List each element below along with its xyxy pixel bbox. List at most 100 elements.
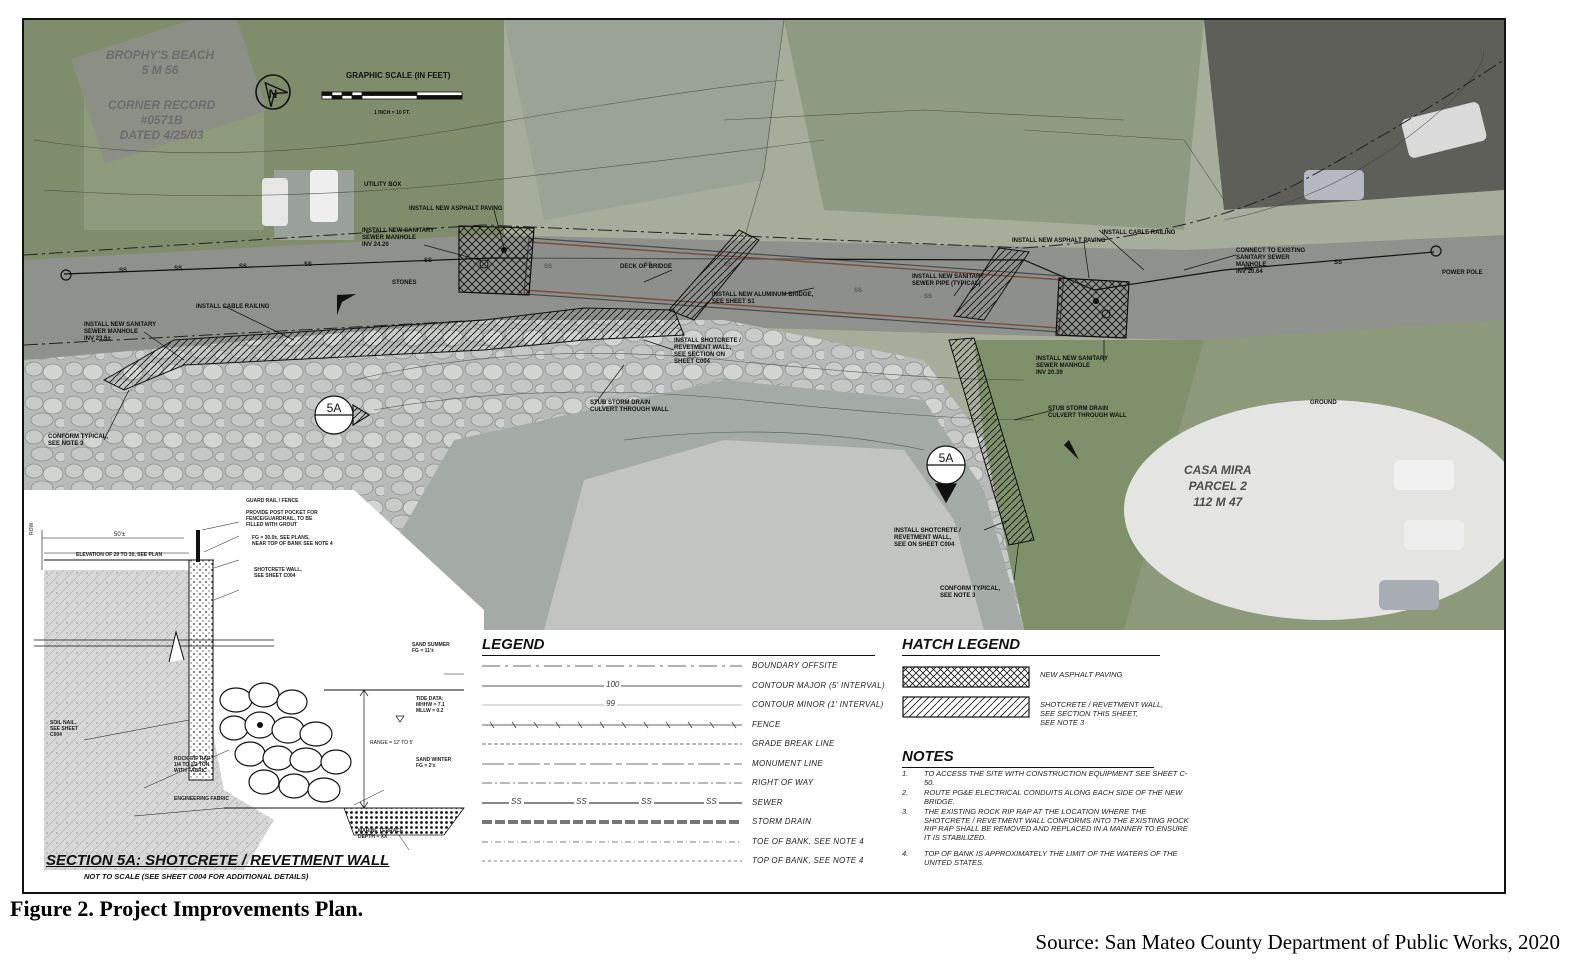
callout: CONNECT TO EXISTING SANITARY SEWER MANHO… (1236, 248, 1306, 275)
callout: INSTALL CABLE RAILING (196, 304, 270, 310)
callout: INSTALL SHOTCRETE / REVETMENT WALL, SEE … (674, 338, 741, 365)
hatch-legend-item: NEW ASPHALT PAVING (902, 666, 1202, 692)
diagonal-hatch-swatch (902, 696, 1030, 718)
callout: INSTALL NEW ALUMINUM BRIDGE, SEE SHEET S… (712, 292, 814, 305)
legend-title: LEGEND (482, 636, 872, 656)
casa-mira-parcel-label: CASA MIRA PARCEL 2 112 M 47 (1184, 463, 1252, 509)
section-note: ENGINEERING FABRIC (174, 796, 230, 802)
callout: INSTALL NEW SANITARY SEWER PIPE (TYPICAL… (912, 274, 985, 287)
legend-label: SEWER (752, 797, 783, 807)
section-subtitle: NOT TO SCALE (SEE SHEET C004 FOR ADDITIO… (84, 872, 309, 881)
note-text: TO ACCESS THE SITE WITH CONSTRUCTION EQU… (924, 769, 1188, 787)
legend-line-mark: SS (574, 796, 589, 806)
legend-label: TOE OF BANK, SEE NOTE 4 (752, 836, 864, 846)
legend-label: CONTOUR MINOR (1' INTERVAL) (752, 700, 884, 709)
svg-text:SS: SS (304, 262, 312, 268)
note-number: 3. (902, 807, 909, 816)
north-arrow-icon: N (255, 74, 291, 110)
section-note: SOIL NAIL, SEE SHEET C004 (50, 720, 79, 738)
note-number: 1. (902, 769, 909, 778)
svg-text:N: N (269, 87, 278, 101)
corner-record-label: CORNER RECORD #0571B DATED 4/25/03 (108, 98, 216, 142)
callout: INSTALL SHOTCRETE / REVETMENT WALL, SEE … (894, 528, 961, 548)
callout: INSTALL NEW SANITARY SEWER MANHOLE INV 2… (1036, 356, 1109, 376)
legend-line-mark: SS (639, 796, 654, 806)
callout: INSTALL NEW SANITARY SEWER MANHOLE INV 2… (362, 228, 435, 248)
callout: INSTALL NEW ASPHALT PAVING (1012, 238, 1106, 244)
legend-line-sample (482, 665, 742, 667)
dimension-label: ROW (29, 523, 35, 536)
section-note: FG = 30.0±, SEE PLANS, NEAR TOP OF BANK … (252, 535, 333, 547)
svg-text:SS: SS (424, 258, 432, 264)
legend-item: GRADE BREAK LINE (482, 736, 902, 754)
section-5a-detail: 50'± ROW RANGE = 12' TO 5' (24, 490, 484, 892)
legend-line-mark: SS (704, 796, 719, 806)
note-number: 2. (902, 788, 909, 797)
legend-item: RIGHT OF WAY (482, 775, 902, 793)
callout: STONES (392, 280, 417, 286)
legend-line-mark: SS (509, 796, 524, 806)
section-note: SAND SUMMER FG = 11'± (412, 642, 450, 654)
legend-line-sample (482, 841, 742, 842)
legend-item: BOUNDARY OFFSITE (482, 658, 902, 676)
legend-line-sample (482, 802, 742, 803)
svg-text:SS: SS (1244, 266, 1252, 272)
figure-caption: Figure 2. Project Improvements Plan. (10, 896, 364, 921)
legend-line-sample (482, 820, 742, 824)
section-marker-label: 5A (939, 451, 954, 465)
legend-item: SS SS SS SS SEWER (482, 795, 902, 813)
graphic-scale-title: Graphic Scale (in feet) (346, 71, 451, 80)
source-credit: Source: San Mateo County Department of P… (1035, 930, 1560, 954)
graphic-scale-subtitle: 1 inch = 10 ft. (374, 110, 410, 116)
section-note: SAND WINTER FG = 2'± (416, 757, 452, 769)
section-marker-label: 5A (327, 401, 342, 415)
note-number: 4. (902, 849, 909, 858)
section-note: GUARD RAIL / FENCE (246, 498, 299, 504)
legend-item: STORM DRAIN (482, 814, 902, 832)
legend-item: TOE OF BANK, SEE NOTE 4 (482, 834, 902, 852)
callout: POWER POLE (1442, 270, 1483, 276)
parcel-label: BROPHY'S BEACH 5 M 56 (106, 48, 215, 77)
note-text: ROUTE PG&E ELECTRICAL CONDUITS ALONG EAC… (924, 788, 1183, 806)
legend-label: BOUNDARY OFFSITE (752, 661, 838, 670)
legend-label: FENCE (752, 719, 781, 729)
callout: GROUND (1310, 400, 1337, 406)
section-note: TIDE DATA: MHHW = 7.1 MLLW = 0.2 (416, 696, 445, 714)
note-text: THE EXISTING ROCK RIP RAP AT THE LOCATIO… (924, 807, 1189, 842)
callout: STUB STORM DRAIN CULVERT THROUGH WALL (590, 400, 669, 413)
section-note: ROCK RIP RAP 1/4 TO 1/2 TON WITH FABRIC (174, 756, 211, 774)
callout: DECK OF BRIDGE (620, 264, 673, 270)
dimension-label: RANGE = 12' TO 5' (370, 740, 413, 746)
crosshatch-swatch (902, 666, 1030, 688)
legend-line-sample (482, 763, 742, 764)
legend-label: RIGHT OF WAY (752, 778, 814, 787)
note-text: TOP OF BANK IS APPROXIMATELY THE LIMIT O… (924, 849, 1178, 867)
legend-line-mark: 99 (604, 699, 617, 708)
legend-label: STORM DRAIN (752, 817, 812, 826)
graphic-scale-bar (321, 91, 463, 100)
svg-text:SS: SS (1334, 260, 1342, 266)
hatch-legend-item: SHOTCRETE / REVETMENT WALL, SEE SECTION … (902, 696, 1202, 727)
legend-label: GRADE BREAK LINE (752, 739, 835, 748)
dimension-label: 50'± (114, 532, 126, 538)
legend-item: TOP OF BANK, SEE NOTE 4 (482, 853, 902, 871)
section-note: ELEVATION OF 29 TO 30, SEE PLAN (76, 552, 163, 558)
section-note: PROVIDE POST POCKET FOR FENCE/GUARDRAIL,… (246, 510, 318, 528)
section-note: MARINE TERRACE DEPTH = XX (358, 828, 404, 840)
svg-text:SS: SS (119, 268, 127, 274)
legend-item: MONUMENT LINE (482, 756, 902, 774)
legend-line-sample (482, 782, 742, 784)
legend-line-sample (482, 860, 742, 862)
callout: UTILITY BOX (364, 182, 402, 188)
legend-label: MONUMENT LINE (752, 758, 824, 768)
section-note: SHOTCRETE WALL, SEE SHEET C004 (254, 567, 302, 579)
hatch-legend-label: NEW ASPHALT PAVING (1040, 670, 1123, 679)
legend-item: 99 CONTOUR MINOR (1' INTERVAL) (482, 697, 902, 715)
callout: STUB STORM DRAIN CULVERT THROUGH WALL (1048, 406, 1127, 419)
legend-line-sample (482, 743, 742, 745)
callout: INSTALL NEW SANITARY SEWER MANHOLE INV 2… (84, 322, 157, 342)
legend-line-mark: 100 (604, 679, 622, 689)
svg-text:SS: SS (174, 266, 182, 272)
